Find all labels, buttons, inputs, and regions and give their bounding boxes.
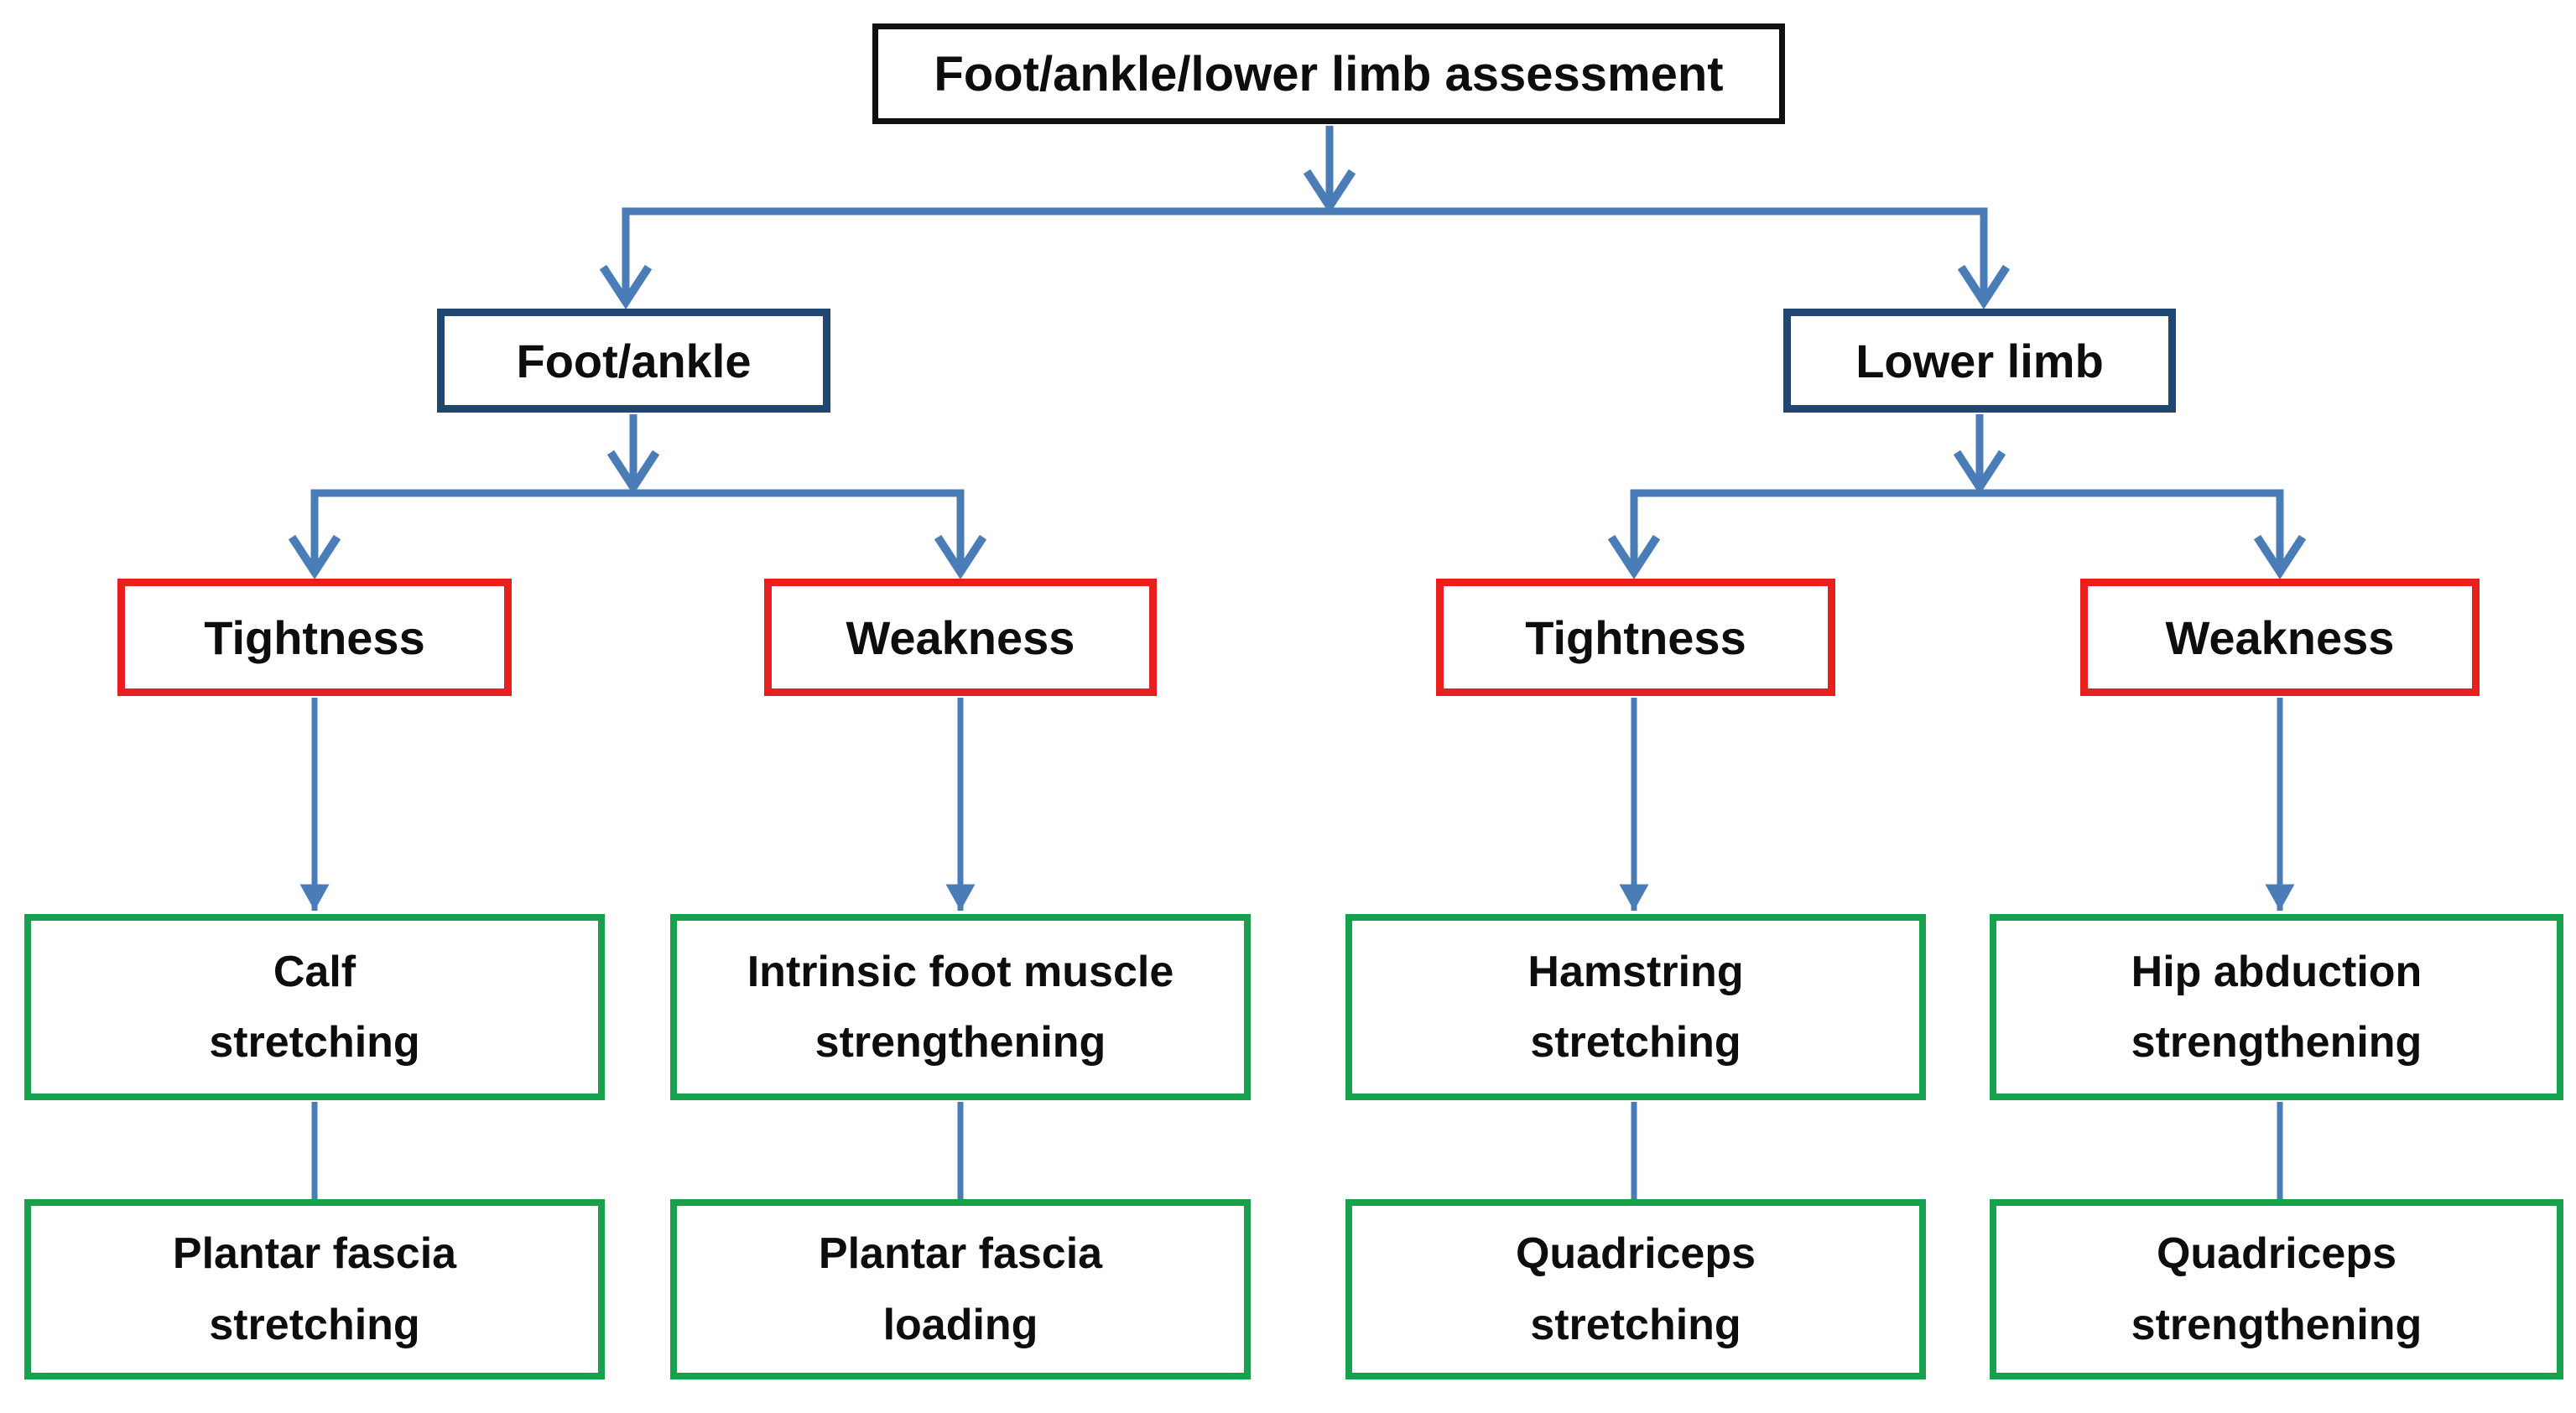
node-calf-stretching-line2: stretching <box>209 1018 420 1067</box>
node-lower-limb-label: Lower limb <box>1855 334 2104 387</box>
node-foot-tightness: Tightness <box>117 579 512 696</box>
node-foot-weakness: Weakness <box>764 579 1157 696</box>
node-foot-ankle-label: Foot/ankle <box>516 334 752 387</box>
node-hip-abduction-strengthening: Hip abduction strengthening <box>1990 914 2563 1100</box>
node-quadriceps-strengthening-line1: Quadriceps <box>2156 1229 2397 1279</box>
node-hamstring-stretching: Hamstring stretching <box>1345 914 1926 1100</box>
node-lower-limb: Lower limb <box>1783 309 2176 413</box>
node-plantar-fascia-loading: Plantar fascia loading <box>670 1199 1251 1379</box>
node-quadriceps-strengthening-line2: strengthening <box>2131 1300 2422 1349</box>
node-foot-tightness-label: Tightness <box>204 610 425 664</box>
node-calf-stretching: Calf stretching <box>24 914 605 1100</box>
node-intrinsic-strengthening: Intrinsic foot muscle strengthening <box>670 914 1251 1100</box>
node-quadriceps-stretching-line2: stretching <box>1530 1300 1741 1349</box>
node-limb-weakness: Weakness <box>2080 579 2480 696</box>
node-hamstring-stretching-line2: stretching <box>1530 1018 1741 1067</box>
node-limb-tightness-label: Tightness <box>1525 610 1746 664</box>
node-foot-ankle: Foot/ankle <box>437 309 830 413</box>
node-intrinsic-strengthening-line2: strengthening <box>814 1018 1106 1067</box>
node-plantar-fascia-stretching-line1: Plantar fascia <box>172 1229 457 1279</box>
node-plantar-fascia-loading-line1: Plantar fascia <box>818 1229 1103 1279</box>
node-foot-weakness-label: Weakness <box>846 610 1075 664</box>
node-intrinsic-strengthening-line1: Intrinsic foot muscle <box>747 947 1174 996</box>
node-assessment-root: Foot/ankle/lower limb assessment <box>872 23 1785 124</box>
node-limb-weakness-label: Weakness <box>2165 610 2395 664</box>
node-plantar-fascia-stretching-line2: stretching <box>209 1300 420 1349</box>
node-quadriceps-strengthening: Quadriceps strengthening <box>1990 1199 2563 1379</box>
node-assessment-root-label: Foot/ankle/lower limb assessment <box>934 46 1724 101</box>
node-plantar-fascia-loading-line2: loading <box>882 1300 1038 1349</box>
node-hip-abduction-strengthening-line2: strengthening <box>2131 1018 2422 1067</box>
node-quadriceps-stretching-line1: Quadriceps <box>1515 1229 1756 1279</box>
node-limb-tightness: Tightness <box>1436 579 1835 696</box>
node-plantar-fascia-stretching: Plantar fascia stretching <box>24 1199 605 1379</box>
node-hamstring-stretching-line1: Hamstring <box>1527 947 1744 996</box>
node-calf-stretching-line1: Calf <box>273 947 356 996</box>
node-hip-abduction-strengthening-line1: Hip abduction <box>2131 947 2422 996</box>
node-quadriceps-stretching: Quadriceps stretching <box>1345 1199 1926 1379</box>
